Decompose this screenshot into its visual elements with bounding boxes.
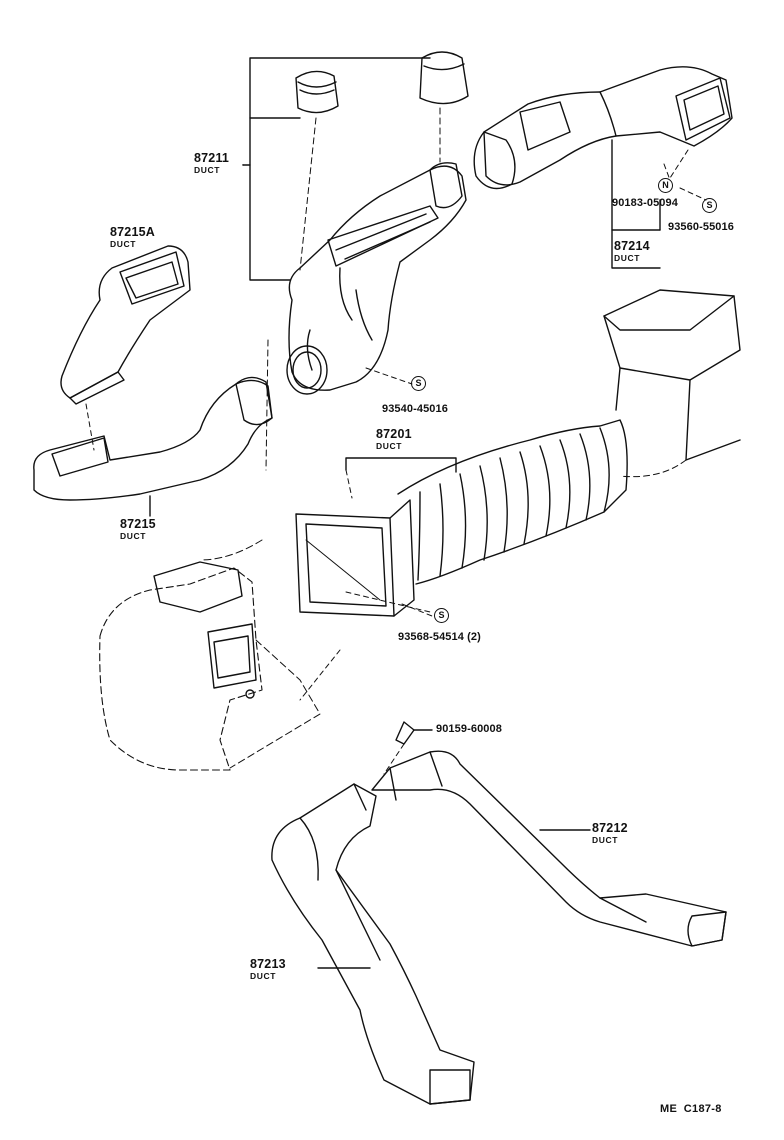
fastener-90183: 90183-05094 <box>612 197 678 209</box>
part-name: DUCT <box>614 252 641 263</box>
part-number: 87215 <box>120 517 156 531</box>
part-number: 87213 <box>250 957 286 971</box>
symbol-n: N <box>658 178 673 193</box>
part-name: DUCT <box>120 530 147 541</box>
cap-left-87211 <box>295 70 339 114</box>
heater-unit <box>603 289 741 478</box>
cap-right-87211 <box>419 51 469 105</box>
blower-unit <box>99 539 321 771</box>
part-number: 87214 <box>614 239 650 253</box>
part-number: 87211 <box>194 151 230 165</box>
fastener-93560: 93560-55016 <box>668 221 734 233</box>
drawing-reference: ME C187-8 <box>660 1103 722 1115</box>
symbol-s: S <box>411 376 426 391</box>
leader-87214 <box>611 139 661 269</box>
part-name: DUCT <box>376 440 403 451</box>
dash-lines-87201 <box>299 591 431 701</box>
symbol-s: S <box>434 608 449 623</box>
duct-87213 <box>271 783 475 1105</box>
duct-87214 <box>473 66 733 190</box>
part-label-87215A: 87215A DUCT <box>110 226 155 248</box>
fastener-93568: 93568-54514 (2) <box>398 631 481 643</box>
dash-lines-87211 <box>265 107 441 471</box>
part-label-87212: 87212 DUCT <box>592 822 628 844</box>
part-label-87215: 87215 DUCT <box>120 518 156 540</box>
symbol-s: S <box>702 198 717 213</box>
dash-lines-87214 <box>663 149 707 201</box>
duct-87212 <box>371 750 727 947</box>
screw-90159 <box>383 721 433 775</box>
leader-87215A <box>85 403 95 451</box>
part-name: DUCT <box>110 238 137 249</box>
fastener-93540: 93540-45016 <box>382 403 448 415</box>
part-name: DUCT <box>592 834 619 845</box>
leader-87201 <box>345 457 457 499</box>
part-name: DUCT <box>250 970 277 981</box>
part-label-87213: 87213 DUCT <box>250 958 286 980</box>
duct-87215A <box>60 245 191 405</box>
part-label-87201: 87201 DUCT <box>376 428 412 450</box>
duct-87215 <box>33 376 273 501</box>
part-number: 87201 <box>376 427 412 441</box>
leader-fasteners <box>365 367 433 617</box>
part-number: 87212 <box>592 821 628 835</box>
fastener-90159: 90159-60008 <box>436 723 502 735</box>
part-number: 87215A <box>110 225 155 239</box>
duct-87211 <box>286 162 467 395</box>
part-name: DUCT <box>194 164 221 175</box>
duct-87201 <box>295 419 628 617</box>
part-label-87211: 87211 DUCT <box>194 152 229 174</box>
leader-87211 <box>242 57 431 281</box>
part-label-87214: 87214 DUCT <box>614 240 650 262</box>
